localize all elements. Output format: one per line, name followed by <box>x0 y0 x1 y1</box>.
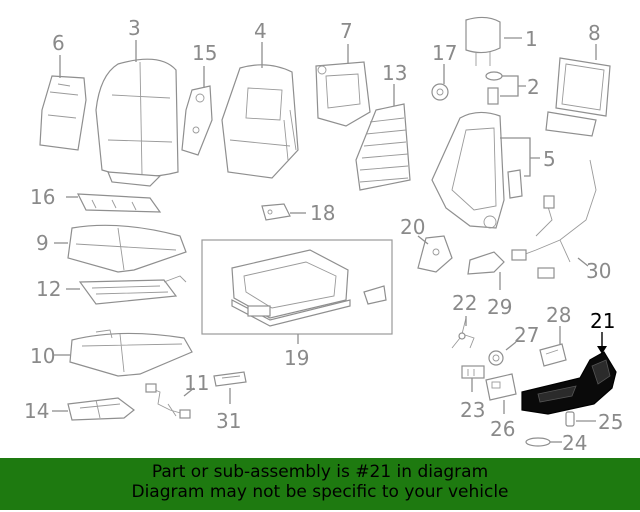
seat-parts-diagram: 6 3 15 4 7 13 1 <box>24 16 623 455</box>
leader-11 <box>183 387 195 397</box>
part-18-bracket <box>261 203 291 221</box>
part-27-knob <box>488 350 504 366</box>
part-30-harness <box>511 159 597 279</box>
part-6-back-panel <box>39 75 87 151</box>
callout-25: 25 <box>598 410 623 434</box>
callout-11: 11 <box>184 371 209 395</box>
callout-17: 17 <box>432 41 457 65</box>
part-20-bracket <box>417 235 453 273</box>
callout-19: 19 <box>284 346 309 370</box>
callout-6: 6 <box>52 31 65 55</box>
callout-1: 1 <box>525 27 538 51</box>
callout-9: 9 <box>36 231 49 255</box>
callout-27: 27 <box>514 323 539 347</box>
callout-31: 31 <box>216 409 241 433</box>
part-11-harness <box>145 383 191 419</box>
callout-29: 29 <box>487 295 512 319</box>
part-23-switch <box>461 365 485 379</box>
part-7-lumbar <box>315 61 371 127</box>
part-12-heater <box>78 275 187 305</box>
part-24-clip <box>525 437 551 447</box>
leader-27 <box>505 341 517 351</box>
part-1-headrest <box>465 16 501 66</box>
callout-8: 8 <box>588 21 601 45</box>
part-26-switch-panel <box>485 373 517 401</box>
part-17-clip <box>431 83 449 101</box>
part-13-spring-mat <box>355 103 411 191</box>
banner-line-2: Diagram may not be specific to your vehi… <box>131 482 509 502</box>
callout-4: 4 <box>254 19 267 43</box>
part-8-back-trim <box>545 57 611 137</box>
leader-20 <box>417 235 429 245</box>
callout-7: 7 <box>340 19 353 43</box>
part-3-seatback-cover <box>95 58 179 187</box>
part-29-bracket <box>467 251 505 275</box>
part-9-cushion-cover <box>67 224 187 273</box>
callout-20: 20 <box>400 215 425 239</box>
part-25-pin <box>565 411 575 427</box>
part-28-switch <box>539 343 567 367</box>
part-14-lower-frame <box>67 397 135 421</box>
callout-13: 13 <box>382 61 407 85</box>
callout-21: 21 <box>590 309 615 333</box>
callout-30: 30 <box>586 259 611 283</box>
part-16-insulator <box>77 193 162 213</box>
callout-10: 10 <box>30 344 55 368</box>
part-19-adjuster-box <box>201 239 393 335</box>
callout-16: 16 <box>30 185 55 209</box>
callout-23: 23 <box>460 398 485 422</box>
leader-21-arrow <box>597 346 607 354</box>
info-banner: Part or sub-assembly is #21 in diagram D… <box>0 458 640 510</box>
callout-14: 14 <box>24 399 49 423</box>
callout-5: 5 <box>543 147 556 171</box>
part-10-cushion-pad <box>69 329 193 377</box>
callout-24: 24 <box>562 431 587 455</box>
callout-12: 12 <box>36 277 61 301</box>
leader-30 <box>577 257 589 267</box>
part-31-module <box>213 371 247 387</box>
leader-2 <box>500 75 526 97</box>
banner-line-1: Part or sub-assembly is #21 in diagram <box>151 462 489 482</box>
part-21-side-shield <box>521 351 617 415</box>
part-22-wire <box>451 317 475 349</box>
callout-22: 22 <box>452 291 477 315</box>
part-15-bracket <box>181 85 213 156</box>
callout-26: 26 <box>490 417 515 441</box>
callout-15: 15 <box>192 41 217 65</box>
callout-18: 18 <box>310 201 335 225</box>
callout-28: 28 <box>546 303 571 327</box>
callout-3: 3 <box>128 16 141 40</box>
callout-2: 2 <box>527 75 540 99</box>
part-5-seatback-frame <box>431 111 523 229</box>
part-2-guides <box>485 71 503 105</box>
leader-5 <box>500 137 540 177</box>
part-4-seatback-pad <box>221 64 299 179</box>
